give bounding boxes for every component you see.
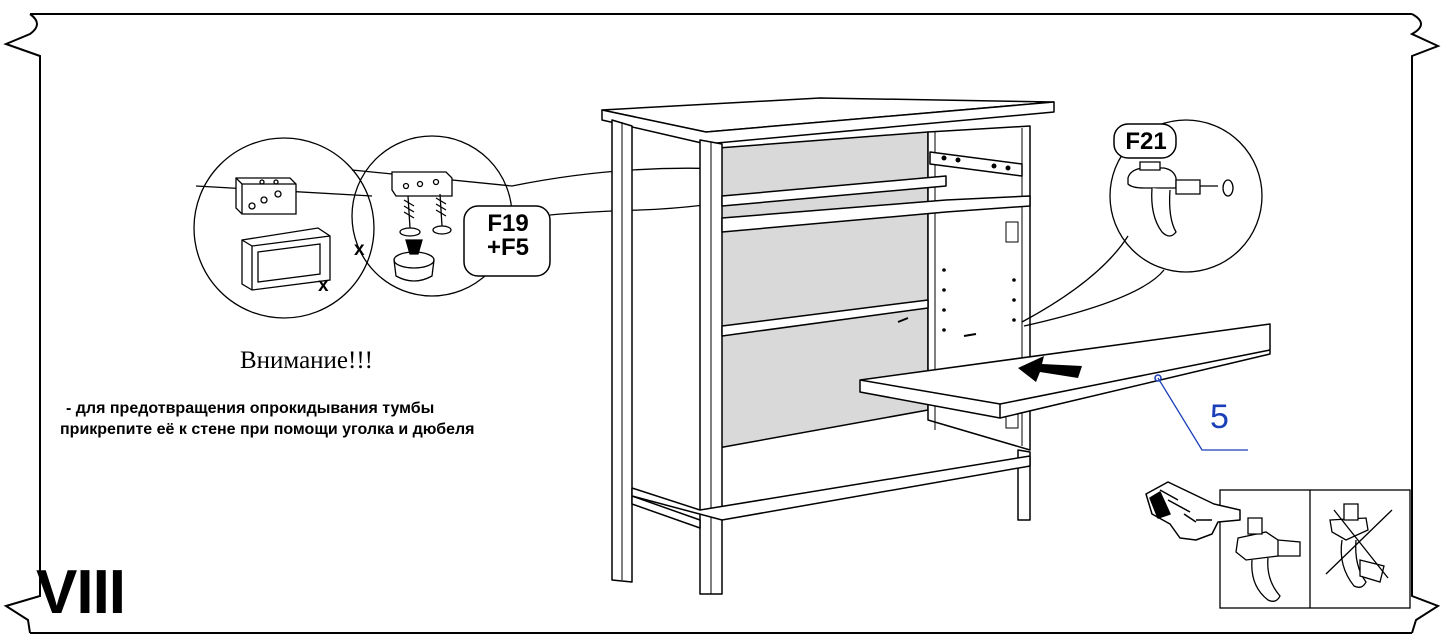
shelf-part-number: 5 (1210, 398, 1229, 436)
bottom-rail (631, 455, 1031, 521)
multiply-marker-1: x (354, 239, 365, 260)
callout-f21-frame (1113, 123, 1177, 159)
part-five-leader (1157, 377, 1248, 451)
shelf-support-callout: F21 (1125, 128, 1167, 155)
drawer-slide (929, 151, 1023, 177)
back-panel (717, 131, 929, 449)
page-frame (3, 13, 1441, 634)
callout-f19-frame (463, 205, 551, 277)
orientation-inset (1219, 489, 1411, 609)
fastener-callout-line-2: +F5 (486, 234, 530, 261)
hand-pointing-icon (1145, 481, 1241, 541)
warning-text: - для предотвращения опрокидывания тумбы… (60, 398, 475, 440)
cabinet (601, 97, 1055, 595)
warning-line-1: - для предотвращения опрокидывания тумбы (66, 400, 435, 417)
shelf-support-detail (1021, 119, 1263, 327)
arrow-left-icon (1018, 356, 1082, 382)
fastener-callout-line-1: F19 (487, 210, 529, 237)
fastener-callout: F19 +F5 (466, 212, 550, 260)
multiply-marker-2: x (318, 275, 329, 296)
warning-title: Внимание!!! (240, 347, 374, 374)
upper-rail (721, 175, 947, 207)
step-number: VIII (36, 558, 126, 627)
wall-bracket-detail (193, 137, 375, 319)
warning-line-2: прикрепите её к стене при помощи уголка … (60, 421, 475, 438)
